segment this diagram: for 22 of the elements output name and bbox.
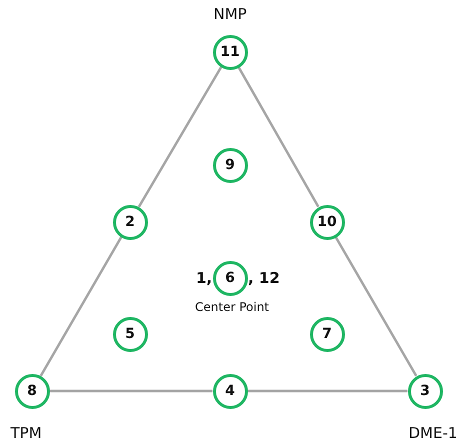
numbered-circle: 11 (212, 34, 248, 70)
numbered-circle: 9 (212, 148, 248, 182)
triangle-side (248, 390, 408, 392)
triangle-side (138, 66, 222, 208)
point-caption: Center Point (195, 300, 269, 314)
triangle-side (238, 66, 320, 208)
numbered-circle: 2 (112, 204, 148, 240)
numbered-circle: 6 (212, 260, 248, 296)
point-label: , 12 (248, 269, 280, 287)
point-label: 1, (196, 269, 212, 287)
triangle-side (50, 390, 212, 392)
vertex-label: NMP (214, 5, 247, 23)
triangle-side (334, 236, 418, 376)
vertex-label: TPM (10, 424, 42, 441)
numbered-circle: 7 (310, 316, 344, 352)
vertex-label: DME-1 (408, 424, 458, 441)
numbered-circle: 8 (14, 374, 50, 408)
numbered-circle: 3 (408, 374, 442, 408)
numbered-circle: 10 (310, 204, 344, 240)
numbered-circle: 4 (212, 374, 248, 408)
triangle-side (40, 236, 122, 376)
numbered-circle: 5 (112, 316, 148, 352)
